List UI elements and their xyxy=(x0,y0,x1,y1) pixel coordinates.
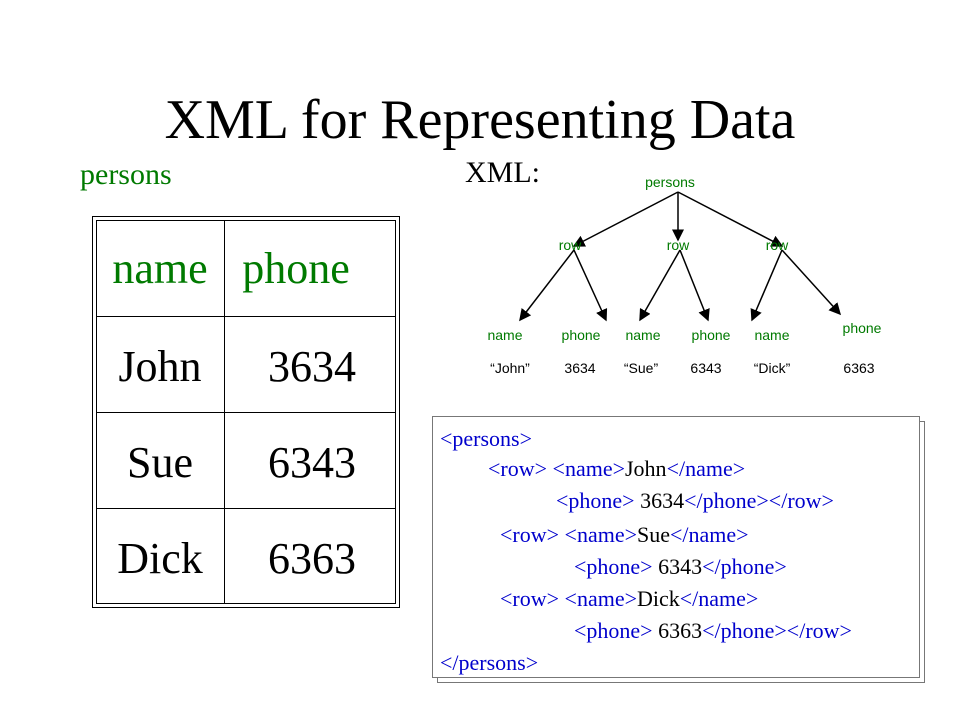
xml-tag: <persons> xyxy=(440,426,533,451)
xml-tag: </name> xyxy=(670,522,749,547)
xml-value: John xyxy=(625,456,667,481)
tree-leaf-value: 6343 xyxy=(690,360,721,376)
xml-tag: </row> xyxy=(786,618,852,643)
tree-leaf-value: 6363 xyxy=(843,360,874,376)
tree-edge xyxy=(677,191,784,247)
table-label: persons xyxy=(80,158,172,191)
tree-edge xyxy=(573,249,608,322)
xml-line: <row> <name>Sue</name> xyxy=(500,522,749,548)
table-cell-phone: 3634 xyxy=(268,341,356,391)
tree-field-node: phone xyxy=(562,327,601,343)
xml-tag: <name> xyxy=(552,456,625,481)
xml-value: 6343 xyxy=(652,554,703,579)
tree-field-node: phone xyxy=(843,320,882,336)
table-header-phone: phone xyxy=(242,243,350,293)
tree-row-node: row xyxy=(559,237,582,253)
tree-root-node: persons xyxy=(645,174,695,190)
tree-edge xyxy=(750,249,783,322)
tree-edge xyxy=(519,249,575,322)
xml-line: <phone> 6343</phone> xyxy=(574,554,787,580)
table-cell-phone: 6343 xyxy=(268,437,356,487)
xml-tag: <name> xyxy=(564,522,637,547)
tree-edge xyxy=(781,249,842,316)
xml-tag: </phone> xyxy=(702,554,787,579)
tree-leaf-value: “John” xyxy=(490,360,530,376)
xml-line: <row> <name>Dick</name> xyxy=(500,586,758,612)
xml-tag: </phone> xyxy=(702,618,787,643)
xml-tag: </name> xyxy=(679,586,759,611)
tree-row-node: row xyxy=(667,237,690,253)
table-cell-name: John xyxy=(118,341,202,391)
xml-tag: <row> xyxy=(500,522,560,547)
tree-leaf-value: “Dick” xyxy=(754,360,791,376)
xml-line: <row> <name>John</name> xyxy=(488,456,745,482)
xml-label: XML: xyxy=(465,156,540,189)
tree-field-node: name xyxy=(754,327,789,343)
xml-tag: <name> xyxy=(564,586,637,611)
tree-field-node: name xyxy=(625,327,660,343)
tree-edge xyxy=(639,249,681,322)
table-cell-phone: 6363 xyxy=(268,533,356,583)
xml-line: <phone> 6363</phone></row> xyxy=(574,618,852,644)
tree-field-node: name xyxy=(487,327,522,343)
table-row-divider xyxy=(96,316,396,317)
tree-edge xyxy=(572,191,679,247)
table-cell-name: Dick xyxy=(117,533,203,583)
xml-tag: </phone> xyxy=(684,488,769,513)
xml-value: Dick xyxy=(637,586,680,611)
tree-row-node: row xyxy=(766,237,789,253)
table-row-divider xyxy=(96,508,396,509)
tree-edge xyxy=(679,249,710,322)
xml-tag: <phone> xyxy=(556,488,635,513)
tree-leaf-value: “Sue” xyxy=(624,360,659,376)
xml-line-root-close: </persons> xyxy=(440,650,538,676)
persons-table-outer-border xyxy=(92,216,400,608)
xml-tree-diagram: persons row row row name phone name phon… xyxy=(487,174,882,376)
xml-line: <phone> 3634</phone></row> xyxy=(556,488,834,514)
xml-value: 3634 xyxy=(634,488,685,513)
xml-value: Sue xyxy=(637,522,670,547)
xml-tag: <phone> xyxy=(574,618,653,643)
xml-value: 6363 xyxy=(652,618,703,643)
tree-field-node: phone xyxy=(692,327,731,343)
tree-leaf-value: 3634 xyxy=(564,360,595,376)
slide-title: XML for Representing Data xyxy=(164,89,796,151)
table-row-divider xyxy=(96,412,396,413)
table-header-name: name xyxy=(112,243,208,293)
table-cell-name: Sue xyxy=(127,437,193,487)
xml-tag: <row> xyxy=(500,586,560,611)
xml-tag: </name> xyxy=(666,456,746,481)
xml-tag: </row> xyxy=(768,488,834,513)
xml-tag: <phone> xyxy=(574,554,653,579)
xml-code-box xyxy=(432,416,920,678)
xml-tag: </persons> xyxy=(440,650,539,675)
xml-line-root-open: <persons> xyxy=(440,426,532,452)
xml-tag: <row> xyxy=(488,456,548,481)
